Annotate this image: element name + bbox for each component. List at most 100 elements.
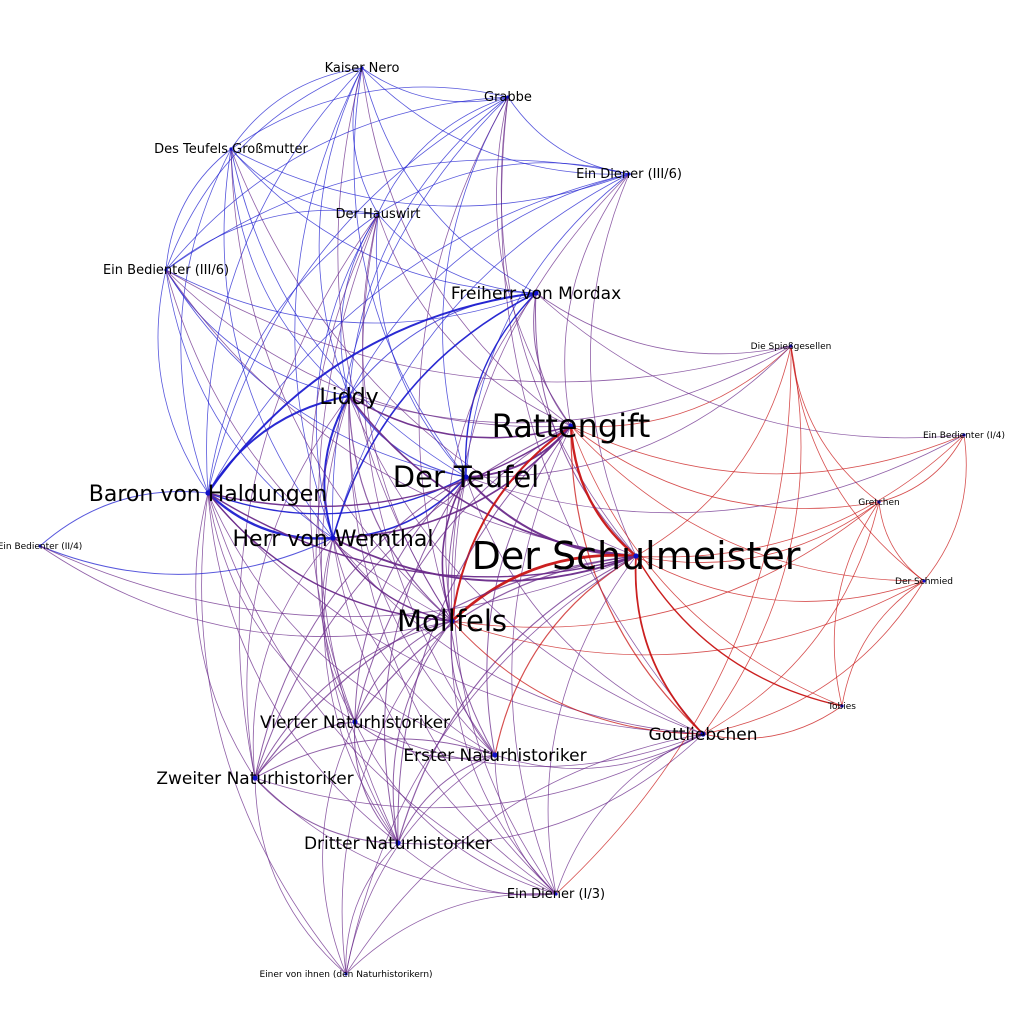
edge-erster-einer_von_ihnen [345, 754, 496, 975]
edge-rattengift-zweiter [254, 425, 572, 779]
edge-hauswirt-teufel [375, 213, 467, 478]
node-label-dritter: Dritter Naturhistoriker [304, 834, 492, 854]
edge-gottliebchen-gretchen [702, 501, 880, 735]
node-liddy [346, 393, 352, 399]
edge-gottliebchen-schmied [702, 580, 925, 735]
node-label-kaiser_nero: Kaiser Nero [325, 61, 400, 76]
edge-bedienter_iii6-wernthal [165, 269, 334, 539]
edge-kaiser_nero-rattengift [361, 67, 572, 427]
edge-dritter-einer_von_ihnen [345, 842, 399, 975]
edge-mordax-liddy [348, 292, 537, 397]
edge-spiessgesellen-gretchen [790, 345, 880, 503]
node-rattengift [568, 423, 574, 429]
edge-diener_iii6-wernthal [332, 173, 630, 539]
edge-schulmeister-einer_von_ihnen [345, 555, 637, 975]
edge-gretchen-bedienter_i4 [878, 434, 965, 503]
edge-wernthal-diener_i3 [332, 537, 557, 895]
edge-teufel-zweiter [254, 476, 467, 779]
edge-mollfels-gretchen [451, 501, 880, 628]
node-label-mordax: Freiherr von Mordax [451, 284, 621, 304]
edge-wernthal-gottliebchen [332, 537, 704, 735]
edge-zweiter-dritter [254, 777, 399, 844]
edge-grabbe-teufel [442, 96, 509, 478]
edge-kaiser_nero-teufel [353, 67, 467, 478]
edge-diener_iii6-teufel [465, 173, 630, 478]
edge-zweiter-gottliebchen [254, 733, 704, 809]
edge-gottliebchen-einer_von_ihnen [345, 733, 704, 975]
edge-gretchen-tobies [833, 501, 880, 707]
edge-haldungen-teufel [207, 476, 467, 515]
edge-hauswirt-vierter [309, 213, 379, 723]
edge-grabbe-mollfels [418, 96, 509, 622]
edge-diener_iii6-mollfels [451, 173, 630, 622]
edge-teufel-erster [447, 476, 496, 756]
edge-kaiser_nero-wernthal [294, 67, 363, 539]
node-tobies [840, 704, 844, 708]
edge-diener_i3-spiessgesellen [555, 345, 792, 895]
edge-vierter-einer_von_ihnen [322, 721, 356, 975]
edge-liddy-teufel [348, 395, 467, 478]
edge-haldungen-einer_von_ihnen [201, 492, 347, 975]
edge-teufels_grossmutter-liddy [230, 148, 350, 397]
edge-dritter-gottliebchen [397, 733, 704, 845]
edge-bedienter_iii6-spiessgesellen [165, 269, 792, 383]
edge-rattengift-schmied [570, 425, 925, 582]
edge-diener_iii6-rattengift [564, 173, 630, 427]
edge-schulmeister-zweiter [254, 555, 637, 779]
edge-dritter-diener_i3 [397, 842, 557, 896]
edge-grabbe-teufels_grossmutter [230, 86, 509, 150]
edge-kaiser_nero-mordax [361, 67, 537, 294]
edge-diener_iii6-bedienter_iii6 [165, 159, 630, 271]
edge-bedienter_iii6-teufel [165, 269, 467, 478]
edge-teufels_grossmutter-teufel [230, 148, 467, 478]
edge-rattengift-tobies [570, 425, 843, 707]
edge-teufel-bedienter_i4 [465, 434, 965, 514]
node-label-bedienter_ii4: Ein Bedienter (II/4) [0, 542, 82, 552]
edge-schulmeister-diener_i3 [547, 555, 637, 895]
edge-haldungen-rattengift [207, 425, 572, 508]
edge-hauswirt-erster [362, 213, 496, 756]
edge-vierter-diener_i3 [354, 721, 557, 895]
node-label-rattengift: Rattengift [492, 407, 651, 445]
node-label-hauswirt: Der Hauswirt [336, 207, 421, 222]
edge-vierter-gottliebchen [354, 721, 704, 767]
edge-spiessgesellen-schmied [790, 345, 925, 582]
edge-liddy-gottliebchen [348, 395, 704, 735]
node-label-gottliebchen: Gottliebchen [649, 725, 758, 745]
node-label-bedienter_i4: Ein Bedienter (I/4) [923, 431, 1005, 441]
edge-teufels_grossmutter-diener_iii6 [230, 148, 630, 207]
edge-haldungen-vierter [207, 492, 356, 723]
node-schulmeister [633, 553, 639, 559]
edge-schulmeister-schmied [635, 555, 925, 602]
edge-bedienter_ii4-wernthal [39, 537, 334, 575]
node-label-spiessgesellen: Die Spießgesellen [751, 342, 832, 352]
node-label-grabbe: Grabbe [484, 90, 532, 105]
edge-mollfels-vierter [354, 620, 453, 723]
edge-hauswirt-rattengift [377, 213, 572, 427]
edge-kaiser_nero-liddy [318, 67, 363, 397]
edge-teufel-vierter [354, 476, 467, 723]
edge-diener_iii6-haldungen [207, 173, 630, 494]
edge-schulmeister-mollfels [451, 553, 637, 623]
edge-grabbe-hauswirt [377, 96, 509, 215]
edge-wernthal-mollfels [332, 537, 453, 622]
node-erster [492, 752, 498, 758]
node-einer_von_ihnen [344, 972, 348, 976]
edge-liddy-diener_i3 [348, 395, 557, 895]
node-hauswirt [376, 212, 380, 216]
edge-grabbe-haldungen [207, 96, 509, 494]
edge-bedienter_ii4-schulmeister [39, 545, 637, 617]
edge-diener_i3-einer_von_ihnen [345, 893, 557, 975]
edge-teufels_grossmutter-bedienter_iii6 [165, 148, 232, 271]
node-teufel [463, 474, 469, 480]
edge-rattengift-spiessgesellen [570, 345, 792, 428]
edges-layer [39, 67, 967, 975]
edge-wernthal-rattengift [332, 425, 572, 539]
edge-vierter-dritter [354, 721, 399, 844]
node-wernthal [330, 535, 336, 541]
edge-kaiser_nero-teufels_grossmutter [230, 67, 363, 150]
edge-liddy-mollfels [348, 395, 453, 622]
node-spiessgesellen [789, 344, 793, 348]
